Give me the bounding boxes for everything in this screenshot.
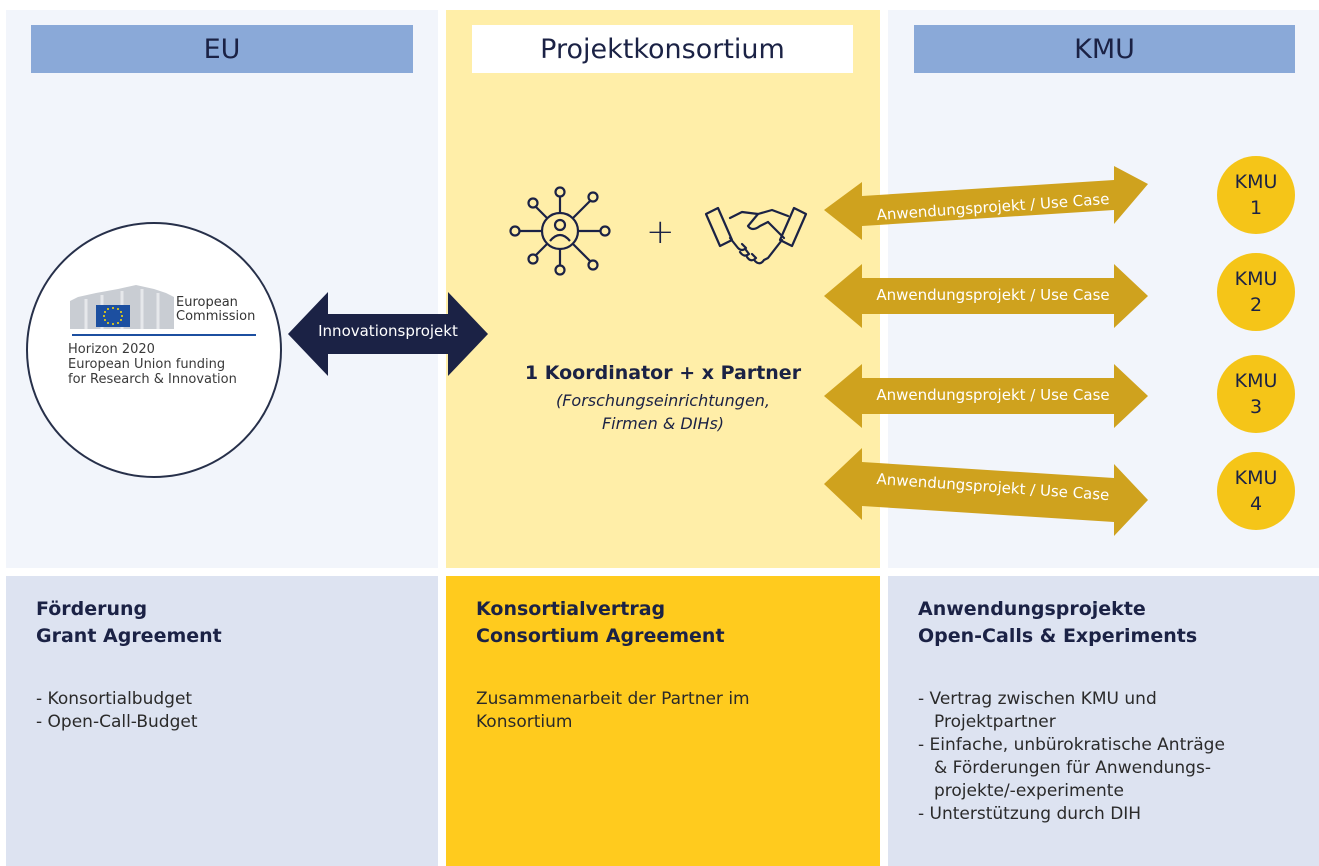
kmu-number: 2 [1249,294,1263,316]
list-item: - Einfache, unbürokratische Anträge & Fö… [918,734,1225,803]
consortium-column [446,10,880,568]
coordinator-text: 1 Koordinator + x Partner [524,362,802,384]
kmu-label: KMU [1234,467,1278,489]
consortium-agreement-box [446,576,880,866]
plus-sign: + [646,212,675,252]
sme-agreement-list: - Vertrag zwischen KMU und Projektpartne… [918,688,1225,826]
sme-agreement-title-line2: Open-Calls & Experiments [918,625,1198,647]
eu-header: EU [31,25,413,73]
use-case-arrow-1 [824,166,1148,240]
ec-name-line2: Commission [176,309,256,324]
consortium-header-label: Projektkonsortium [540,33,785,65]
list-item: - Open-Call-Budget [36,712,198,732]
list-item-line: Projektpartner [934,712,1056,732]
list-item: - Konsortialbudget [36,689,193,709]
use-case-arrows [824,166,1148,536]
consortium-agreement-text: Zusammenarbeit der Partner im Konsortium [476,688,750,734]
use-case-arrow-4 [824,448,1148,536]
sme-agreement-title-line1: Anwendungsprojekte [918,598,1146,620]
kmu-number: 1 [1249,197,1263,219]
consortium-agreement-text-line2: Konsortium [476,712,573,732]
list-item-line: - Einfache, unbürokratische Anträge [918,735,1225,755]
ec-logo-icon [70,285,256,336]
consortium-agreement-text-line1: Zusammenarbeit der Partner im [476,689,750,709]
network-icon [509,186,611,276]
list-item-line: - Vertrag zwischen KMU und [918,689,1157,709]
use-case-arrow-3 [824,364,1148,428]
kmu-circle-3: KMU 3 [1217,355,1295,433]
kmu-circle-2: KMU 2 [1217,253,1295,331]
sme-header: KMU [914,25,1295,73]
innovation-arrow-icon [288,292,488,376]
kmu-circle-1: KMU 1 [1217,156,1295,234]
consortium-agreement-title: Konsortialvertrag Consortium Agreement [476,596,725,650]
list-item-line: projekte/-experimente [934,781,1124,801]
consortium-agreement-title-line2: Consortium Agreement [476,625,725,647]
partners-note-line1: (Forschungseinrichtungen, [555,391,771,410]
kmu-label: KMU [1234,268,1278,290]
eu-agreement-list: - Konsortialbudget - Open-Call-Budget [36,688,197,734]
eu-header-label: EU [203,33,241,65]
horizon-line-3: for Research & Innovation [68,372,237,387]
handshake-icon [704,206,808,265]
horizon-program-text: Horizon 2020 European Union funding for … [68,342,237,387]
kmu-label: KMU [1234,370,1278,392]
eu-agreement-box [6,576,438,866]
partners-note-line2: Firmen & DIHs) [601,414,725,433]
kmu-label: KMU [1234,171,1278,193]
consortium-header: Projektkonsortium [472,25,853,73]
list-item: - Unterstützung durch DIH [918,803,1225,826]
kmu-number: 3 [1249,396,1263,418]
eu-agreement-title-line1: Förderung [36,598,148,620]
partners-note: (Forschungseinrichtungen, Firmen & DIHs) [446,389,880,435]
list-item-line: & Förderungen für Anwendungs- [934,758,1211,778]
sme-header-label: KMU [1074,33,1135,65]
eu-logo-circle: European Commission Horizon 2020 Europea… [26,222,282,478]
list-item: - Vertrag zwischen KMU und Projektpartne… [918,688,1225,734]
horizon-line-1: Horizon 2020 [68,342,155,357]
horizon-line-2: European Union funding [68,357,226,372]
use-case-label-3: Anwendungsprojekt / Use Case [876,386,1110,404]
kmu-circle-4: KMU 4 [1217,452,1295,530]
use-case-arrow-2 [824,264,1148,328]
innovation-arrow-label: Innovationsprojekt [318,322,458,340]
eu-agreement-title-line2: Grant Agreement [36,625,222,647]
list-item-line: - Unterstützung durch DIH [918,804,1142,824]
kmu-number: 4 [1249,493,1263,515]
sme-agreement-title: Anwendungsprojekte Open-Calls & Experime… [918,596,1197,650]
eu-agreement-title: Förderung Grant Agreement [36,596,222,650]
sme-agreement-box [888,576,1319,866]
ec-name-line1: European [176,295,238,310]
consortium-agreement-title-line1: Konsortialvertrag [476,598,666,620]
use-case-label-2: Anwendungsprojekt / Use Case [876,286,1110,304]
ec-name: European Commission [176,296,255,324]
